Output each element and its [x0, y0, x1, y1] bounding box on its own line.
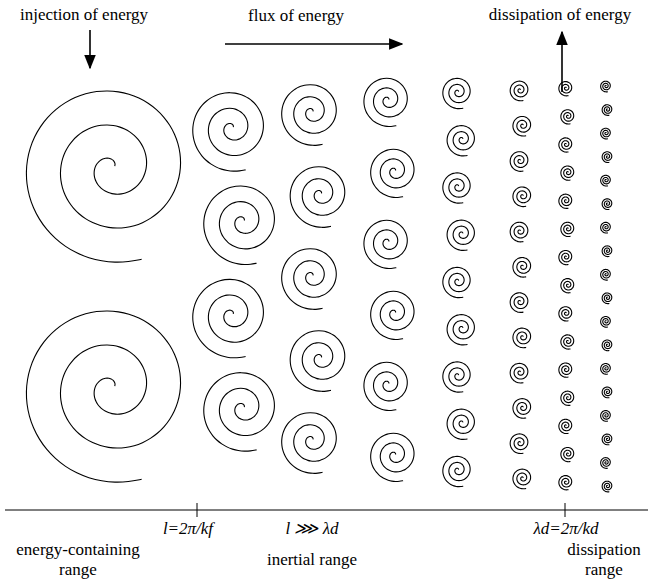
eddy-spiral	[447, 126, 474, 156]
axis-tick	[565, 503, 566, 517]
eddy-spiral	[602, 199, 612, 210]
eddy-spiral	[602, 434, 612, 445]
eddy-spiral	[561, 335, 574, 349]
eddy-spiral	[601, 316, 611, 327]
eddy-spiral	[282, 413, 337, 474]
flux-arrow	[225, 43, 402, 45]
eddy-spiral	[513, 399, 531, 419]
eddy-spiral	[559, 82, 572, 96]
eddy-spiral	[602, 246, 612, 257]
text-label: injection of energy	[20, 5, 148, 25]
scale-label: l ⋙ λd	[285, 519, 338, 539]
eddy-spiral	[561, 391, 574, 405]
eddy-spiral	[513, 116, 531, 136]
eddy-spiral	[26, 91, 180, 262]
eddy-spiral	[443, 78, 470, 108]
eddy-spiral	[443, 362, 470, 392]
eddy-spiral	[559, 138, 572, 152]
scale-label: l=2π/kf	[163, 519, 213, 539]
eddy-spiral	[371, 433, 414, 481]
eddy-spiral	[559, 476, 572, 490]
eddy-spiral	[561, 166, 574, 180]
eddy-spiral	[443, 456, 470, 486]
eddy-spiral	[443, 267, 470, 297]
text-label: inertial range	[267, 550, 357, 570]
eddy-spiral	[290, 331, 345, 392]
eddy-spiral	[447, 409, 474, 439]
eddy-spiral	[601, 364, 611, 375]
eddy-spiral	[290, 167, 345, 228]
axis-tick	[197, 503, 198, 517]
eddy-spiral	[510, 293, 528, 313]
eddy-spiral	[601, 128, 611, 139]
eddy-spiral	[510, 222, 528, 242]
eddy-spiral	[513, 469, 531, 489]
eddy-spiral	[371, 149, 414, 197]
eddy-spiral	[364, 362, 407, 410]
eddy-spiral	[447, 220, 474, 250]
eddy-spirals	[26, 78, 611, 492]
eddy-spiral	[601, 411, 611, 422]
eddy-spiral	[601, 175, 611, 186]
eddy-spiral	[204, 373, 275, 451]
eddy-spiral	[602, 481, 612, 492]
eddy-spiral	[561, 447, 574, 461]
eddy-spiral	[602, 105, 612, 116]
eddy-spiral	[447, 315, 474, 345]
eddy-spiral	[602, 293, 612, 304]
injection-arrow	[89, 30, 91, 68]
eddy-spiral	[510, 363, 528, 383]
scale-axis	[5, 510, 648, 511]
text-label: dissipation range	[558, 540, 650, 579]
eddy-spiral	[282, 85, 337, 146]
eddy-spiral	[282, 249, 337, 310]
eddy-spiral	[510, 152, 528, 172]
eddy-spiral	[602, 152, 612, 163]
eddy-spiral	[559, 250, 572, 264]
eddy-spiral	[443, 173, 470, 203]
eddy-spiral	[513, 187, 531, 207]
eddy-spiral	[193, 279, 264, 357]
eddy-spiral	[559, 419, 572, 433]
eddy-spiral	[559, 307, 572, 321]
eddy-spiral	[513, 258, 531, 278]
eddy-spiral	[204, 186, 275, 264]
eddy-spiral	[364, 220, 407, 268]
eddy-spiral	[601, 81, 611, 92]
eddy-spiral	[559, 194, 572, 208]
eddy-spiral	[559, 363, 572, 377]
eddy-spiral	[602, 340, 612, 351]
eddy-spiral	[510, 434, 528, 454]
eddy-spiral	[601, 458, 611, 469]
scale-label: λd=2π/kd	[533, 519, 598, 539]
eddy-spiral	[26, 311, 180, 482]
text-label: dissipation of energy	[489, 5, 631, 25]
text-label: energy-containing range	[3, 540, 153, 579]
eddy-spiral	[601, 269, 611, 280]
eddy-spiral	[513, 328, 531, 348]
eddy-spiral	[371, 291, 414, 339]
eddy-spiral	[561, 110, 574, 124]
eddy-spiral	[510, 81, 528, 101]
eddy-spiral	[602, 387, 612, 398]
eddy-spiral	[364, 78, 407, 126]
eddy-spiral	[561, 222, 574, 236]
text-label: flux of energy	[248, 6, 344, 26]
eddy-spiral	[561, 279, 574, 293]
eddy-spiral	[193, 93, 264, 171]
eddy-spiral	[601, 222, 611, 233]
